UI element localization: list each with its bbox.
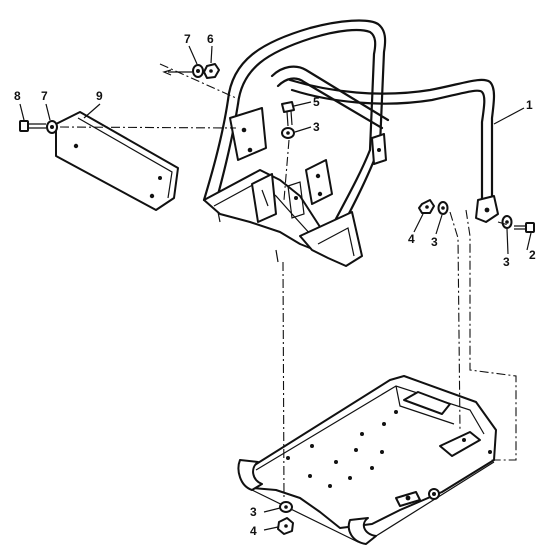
callout-6: 6: [207, 32, 214, 46]
callout-3-far-right: 3: [503, 255, 510, 269]
callout-7-left: 7: [41, 89, 48, 103]
guard-frame: [202, 19, 499, 244]
callout-4-bottom: 4: [250, 524, 257, 538]
callout-2: 2: [529, 248, 536, 262]
callout-3-right: 3: [431, 235, 438, 249]
leader-lines: [19, 45, 532, 531]
callout-3-bottom: 3: [250, 505, 257, 519]
plate-part-9: [55, 111, 179, 211]
frame-base: [203, 107, 387, 267]
callout-1: 1: [526, 98, 533, 112]
callout-7-top: 7: [184, 32, 191, 46]
callout-9: 9: [96, 89, 103, 103]
callout-4-right: 4: [408, 232, 415, 246]
mounting-base: [237, 375, 497, 545]
hardware: [19, 63, 535, 535]
callout-3-upper: 3: [313, 120, 320, 134]
assembly-centerlines: [59, 63, 517, 501]
callout-8: 8: [14, 89, 21, 103]
callout-5: 5: [313, 95, 320, 109]
